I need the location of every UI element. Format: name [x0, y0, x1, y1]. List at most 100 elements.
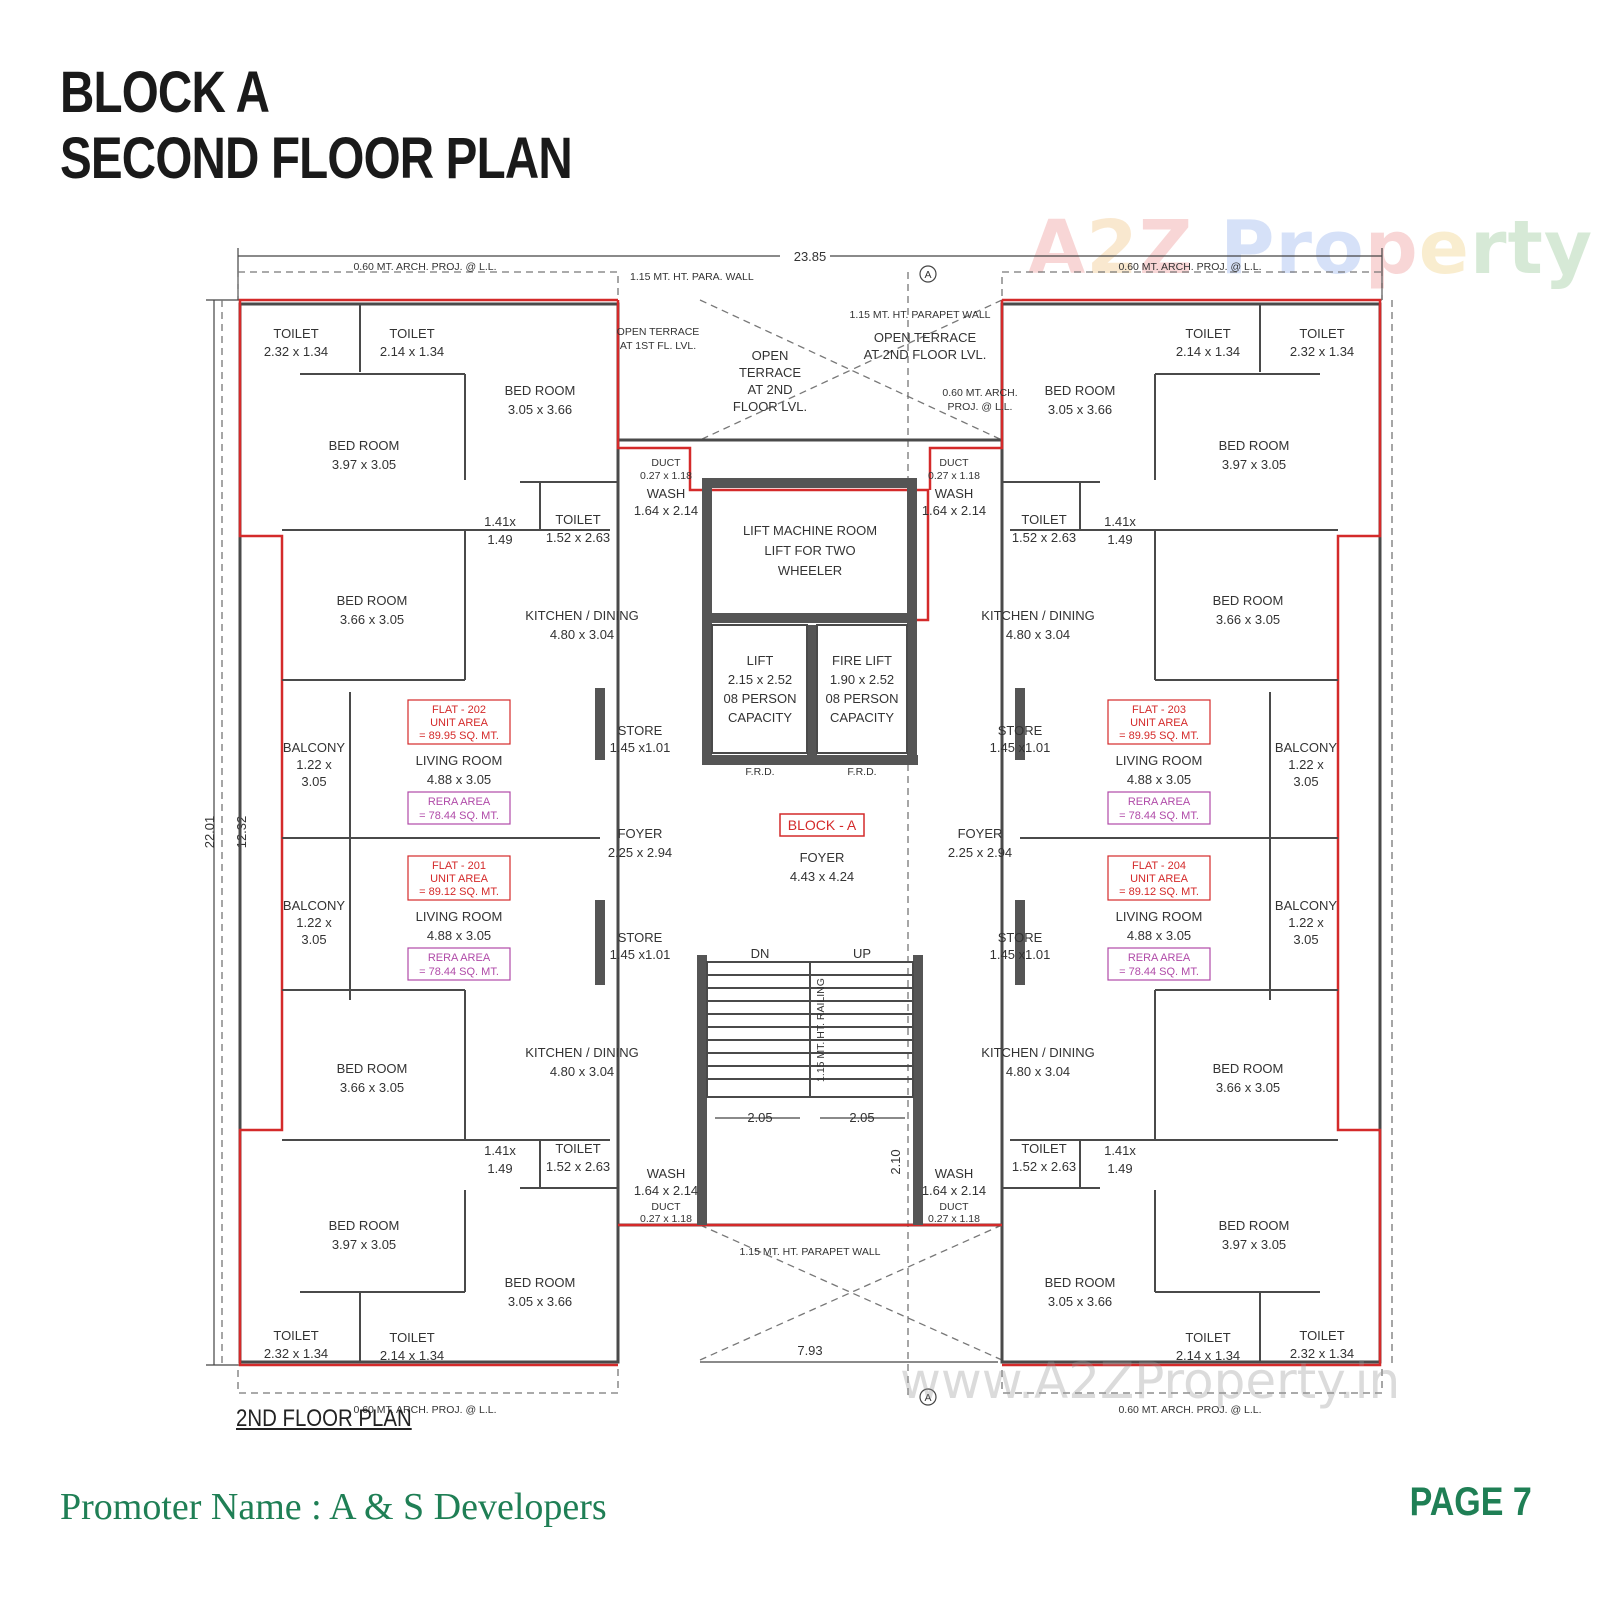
foyer-label: FOYER	[618, 826, 663, 841]
axis-marker-top: A	[919, 265, 937, 283]
balcony-size: 3.05	[1293, 932, 1318, 947]
duct-size: 0.27 x 1.18	[928, 470, 980, 482]
frd-fire-lift: F.R.D.	[847, 766, 876, 778]
balcony-size: 3.05	[301, 932, 326, 947]
railing-label: 1.15 MT. HT. RAILING	[815, 978, 827, 1082]
wash-label: WASH	[647, 1166, 686, 1181]
toilet-label: TOILET	[1185, 1330, 1230, 1345]
rera-area-box	[407, 791, 511, 825]
store-label: STORE	[618, 930, 663, 945]
passage-size: 1.41x	[1104, 1143, 1136, 1158]
toilet-label: TOILET	[389, 1330, 434, 1345]
toilet-size: 2.14 x 1.34	[1176, 344, 1240, 359]
unit-area-box	[1107, 855, 1211, 901]
flat-203: TOILET 2.32 x 1.34 TOILET 2.14 x 1.34 BE…	[922, 326, 1354, 860]
living-size: 4.88 x 3.05	[427, 772, 491, 787]
passage-size: 1.49	[1107, 532, 1132, 547]
parapet-wall-top: 1.15 MT. HT. PARAPET WALL	[849, 309, 990, 321]
toilet-label: TOILET	[1021, 512, 1066, 527]
foyer-size: 2.25 x 2.94	[608, 845, 672, 860]
staircase	[706, 961, 914, 1119]
svg-text:A: A	[924, 269, 931, 281]
store-size: 1.45 x1.01	[610, 947, 671, 962]
dim-terrace-width: 7.93	[797, 1343, 822, 1358]
lift-persons: 08 PERSON	[724, 691, 797, 706]
unit-area-box	[1107, 699, 1211, 745]
arch-proj-top-left: 0.60 MT. ARCH. PROJ. @ L.L.	[353, 261, 496, 273]
bedroom-size: 3.05 x 3.66	[1048, 1294, 1112, 1309]
watermark-logo: A2Z Property	[1028, 205, 1594, 291]
balcony-label: BALCONY	[1275, 740, 1337, 755]
central-foyer-size: 4.43 x 4.24	[790, 869, 854, 884]
toilet-size: 1.52 x 2.63	[1012, 530, 1076, 545]
balcony-label: BALCONY	[1275, 898, 1337, 913]
bedroom-size: 3.66 x 3.05	[1216, 612, 1280, 627]
living-label: LIVING ROOM	[1116, 909, 1203, 924]
toilet-size: 2.32 x 1.34	[264, 1346, 328, 1361]
toilet-label: TOILET	[273, 326, 318, 341]
open-terrace-line3: AT 2ND	[747, 382, 792, 397]
kitchen-size: 4.80 x 3.04	[1006, 627, 1070, 642]
balcony-size: 1.22 x	[1288, 757, 1324, 772]
open-terrace-1st-line2: AT 1ST FL. LVL.	[620, 340, 696, 352]
bedroom-label: BED ROOM	[1045, 1275, 1116, 1290]
flat-202: TOILET 2.32 x 1.34 TOILET 2.14 x 1.34 BE…	[264, 326, 698, 860]
living-size: 4.88 x 3.05	[427, 928, 491, 943]
rera-label: RERA AREA	[428, 952, 491, 964]
lift-machine-line3: WHEELER	[778, 563, 842, 578]
dim-stair-left: 2.05	[747, 1110, 772, 1125]
toilet-size: 1.52 x 2.63	[546, 530, 610, 545]
bedroom-size: 3.66 x 3.05	[340, 612, 404, 627]
unit-area-label: UNIT AREA	[430, 873, 489, 885]
lift-capacity: CAPACITY	[728, 710, 792, 725]
foyer-label: FOYER	[958, 826, 1003, 841]
kitchen-size: 4.80 x 3.04	[550, 1064, 614, 1079]
flat-201: FLAT - 201 UNIT AREA = 89.12 SQ. MT. LIV…	[264, 855, 698, 1363]
rera-value: = 78.44 SQ. MT.	[419, 810, 499, 822]
toilet-label: TOILET	[273, 1328, 318, 1343]
bedroom-size: 3.66 x 3.05	[1216, 1080, 1280, 1095]
parapet-wall-bottom: 1.15 MT. HT. PARAPET WALL	[739, 1246, 880, 1258]
arch-projections	[221, 271, 1393, 1400]
fire-lift-capacity: CAPACITY	[830, 710, 894, 725]
duct-size: 0.27 x 1.18	[640, 1213, 692, 1225]
living-label: LIVING ROOM	[416, 909, 503, 924]
balcony-size: 3.05	[1293, 774, 1318, 789]
flat-name: FLAT - 202	[432, 704, 486, 716]
wash-label: WASH	[935, 486, 974, 501]
wash-label: WASH	[647, 486, 686, 501]
unit-area-value: = 89.12 SQ. MT.	[419, 886, 499, 898]
unit-area-label: UNIT AREA	[1130, 873, 1189, 885]
toilet-size: 2.14 x 1.34	[380, 344, 444, 359]
wash-size: 1.64 x 2.14	[922, 1183, 986, 1198]
open-terrace-b-line2: AT 2ND FLOOR LVL.	[864, 347, 987, 362]
rera-value: = 78.44 SQ. MT.	[1119, 966, 1199, 978]
passage-size: 1.49	[487, 532, 512, 547]
passage-size: 1.41x	[1104, 514, 1136, 529]
frd-lift: F.R.D.	[745, 766, 774, 778]
flat-name: FLAT - 203	[1132, 704, 1186, 716]
bedroom-size: 3.05 x 3.66	[1048, 402, 1112, 417]
living-size: 4.88 x 3.05	[1127, 928, 1191, 943]
page-title: BLOCK A SECOND FLOOR PLAN	[60, 60, 573, 192]
bedroom-size: 3.05 x 3.66	[508, 402, 572, 417]
open-terrace-line4: FLOOR LVL.	[733, 399, 807, 414]
bedroom-size: 3.97 x 3.05	[332, 1237, 396, 1252]
flat-name: FLAT - 204	[1132, 860, 1186, 872]
bedroom-label: BED ROOM	[1213, 593, 1284, 608]
watermark-url: www.A2ZProperty.in	[900, 1352, 1401, 1410]
toilet-label: TOILET	[555, 1141, 600, 1156]
duct-size: 0.27 x 1.18	[928, 1213, 980, 1225]
bedroom-label: BED ROOM	[337, 1061, 408, 1076]
toilet-label: TOILET	[555, 512, 600, 527]
toilet-size: 2.14 x 1.34	[380, 1348, 444, 1363]
fire-lift-name: FIRE LIFT	[832, 653, 892, 668]
balcony-size: 1.22 x	[1288, 915, 1324, 930]
toilet-size: 1.52 x 2.63	[1012, 1159, 1076, 1174]
rera-value: = 78.44 SQ. MT.	[419, 966, 499, 978]
block-tag: BLOCK - A	[788, 817, 857, 833]
balcony-size: 3.05	[301, 774, 326, 789]
bedroom-label: BED ROOM	[337, 593, 408, 608]
interior-walls-left	[282, 304, 618, 1362]
bedroom-size: 3.97 x 3.05	[1222, 1237, 1286, 1252]
